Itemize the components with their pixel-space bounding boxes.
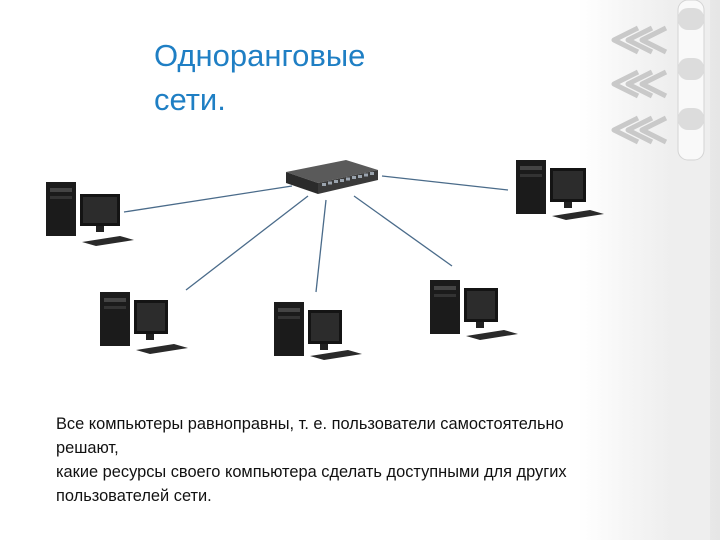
desktop-computer-icon — [430, 280, 518, 340]
caption-line: Все компьютеры равноправны, т. е. пользо… — [56, 415, 564, 433]
desktop-computer-icon — [274, 302, 362, 360]
desktop-computer-icon — [46, 182, 134, 246]
chevron-left-icon — [611, 115, 668, 145]
caption-text: Все компьютеры равноправны, т. е. пользо… — [56, 412, 636, 508]
desktop-computer-icon — [100, 292, 188, 354]
link-line — [123, 185, 293, 213]
caption-line: пользователей сети. — [56, 487, 212, 505]
link-line — [353, 195, 453, 267]
title-line: сети. — [154, 82, 226, 117]
link-line — [381, 175, 509, 191]
chevron-left-icon — [611, 69, 668, 99]
title-line: Одноранговые — [154, 38, 366, 73]
caption-line: какие ресурсы своего компьютера сделать … — [56, 463, 567, 481]
chevron-left-icon — [611, 25, 668, 55]
slide-title: Одноранговые сети. — [154, 34, 414, 122]
decorative-side-panel — [578, 0, 720, 540]
network-switch-icon — [286, 160, 378, 194]
link-line — [185, 195, 309, 291]
binding-ring-icon — [674, 0, 710, 540]
caption-line: решают, — [56, 439, 119, 457]
desktop-computer-icon — [516, 160, 604, 220]
link-line — [315, 199, 327, 293]
